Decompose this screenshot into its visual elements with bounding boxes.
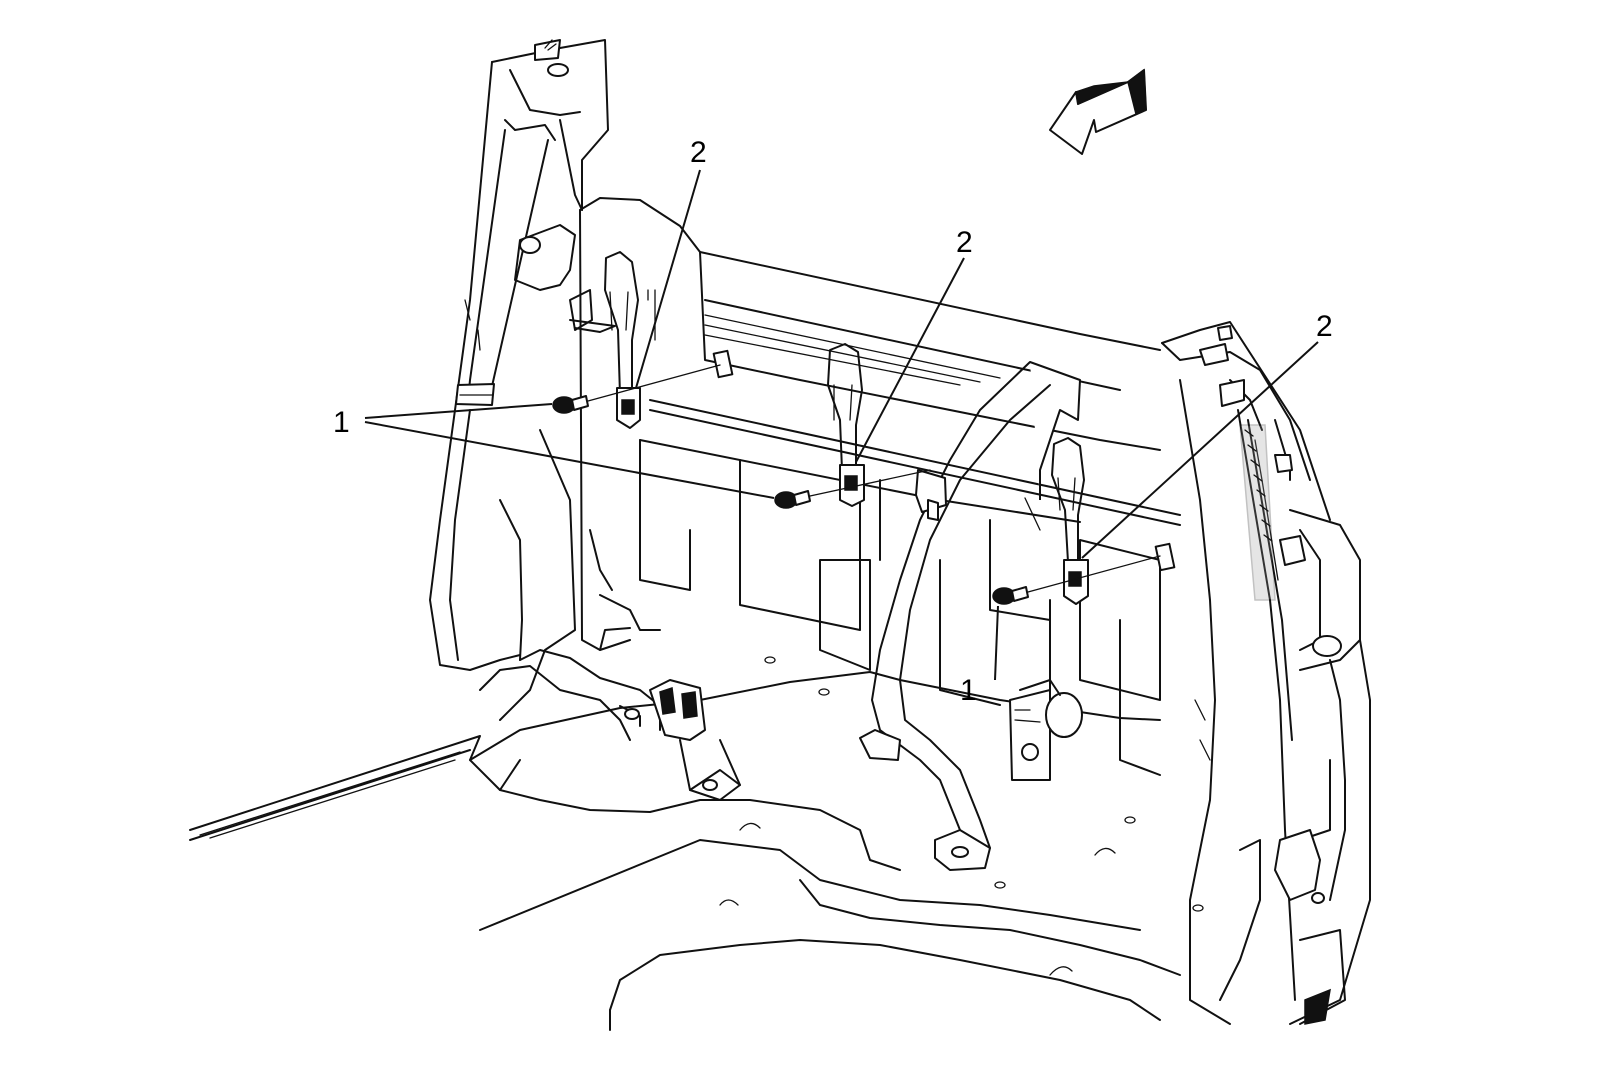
anchor-left	[604, 251, 641, 429]
forward-arrow-icon	[1049, 68, 1147, 155]
left-pillar-trim	[429, 39, 616, 721]
center-buckle-assembly	[479, 649, 741, 801]
bolt-right	[992, 586, 1029, 605]
callout-anchor-center: 2	[956, 226, 973, 259]
bolt-center	[774, 490, 811, 509]
anchor-right	[1051, 437, 1089, 605]
callout-anchor-right: 2	[1316, 310, 1333, 343]
callout-anchor-left: 2	[690, 136, 707, 169]
center-seat-belt	[859, 361, 1081, 871]
anchor-center	[827, 343, 865, 507]
callout-fastener-left: 1	[333, 406, 350, 439]
bolt-left	[552, 395, 589, 414]
belt-retractor	[1009, 599, 1083, 781]
callout-fastener-right: 1	[960, 674, 977, 707]
callout-leaders	[364, 169, 1319, 681]
right-pillar-trim	[1161, 321, 1371, 1025]
installation-lines	[587, 364, 1161, 593]
